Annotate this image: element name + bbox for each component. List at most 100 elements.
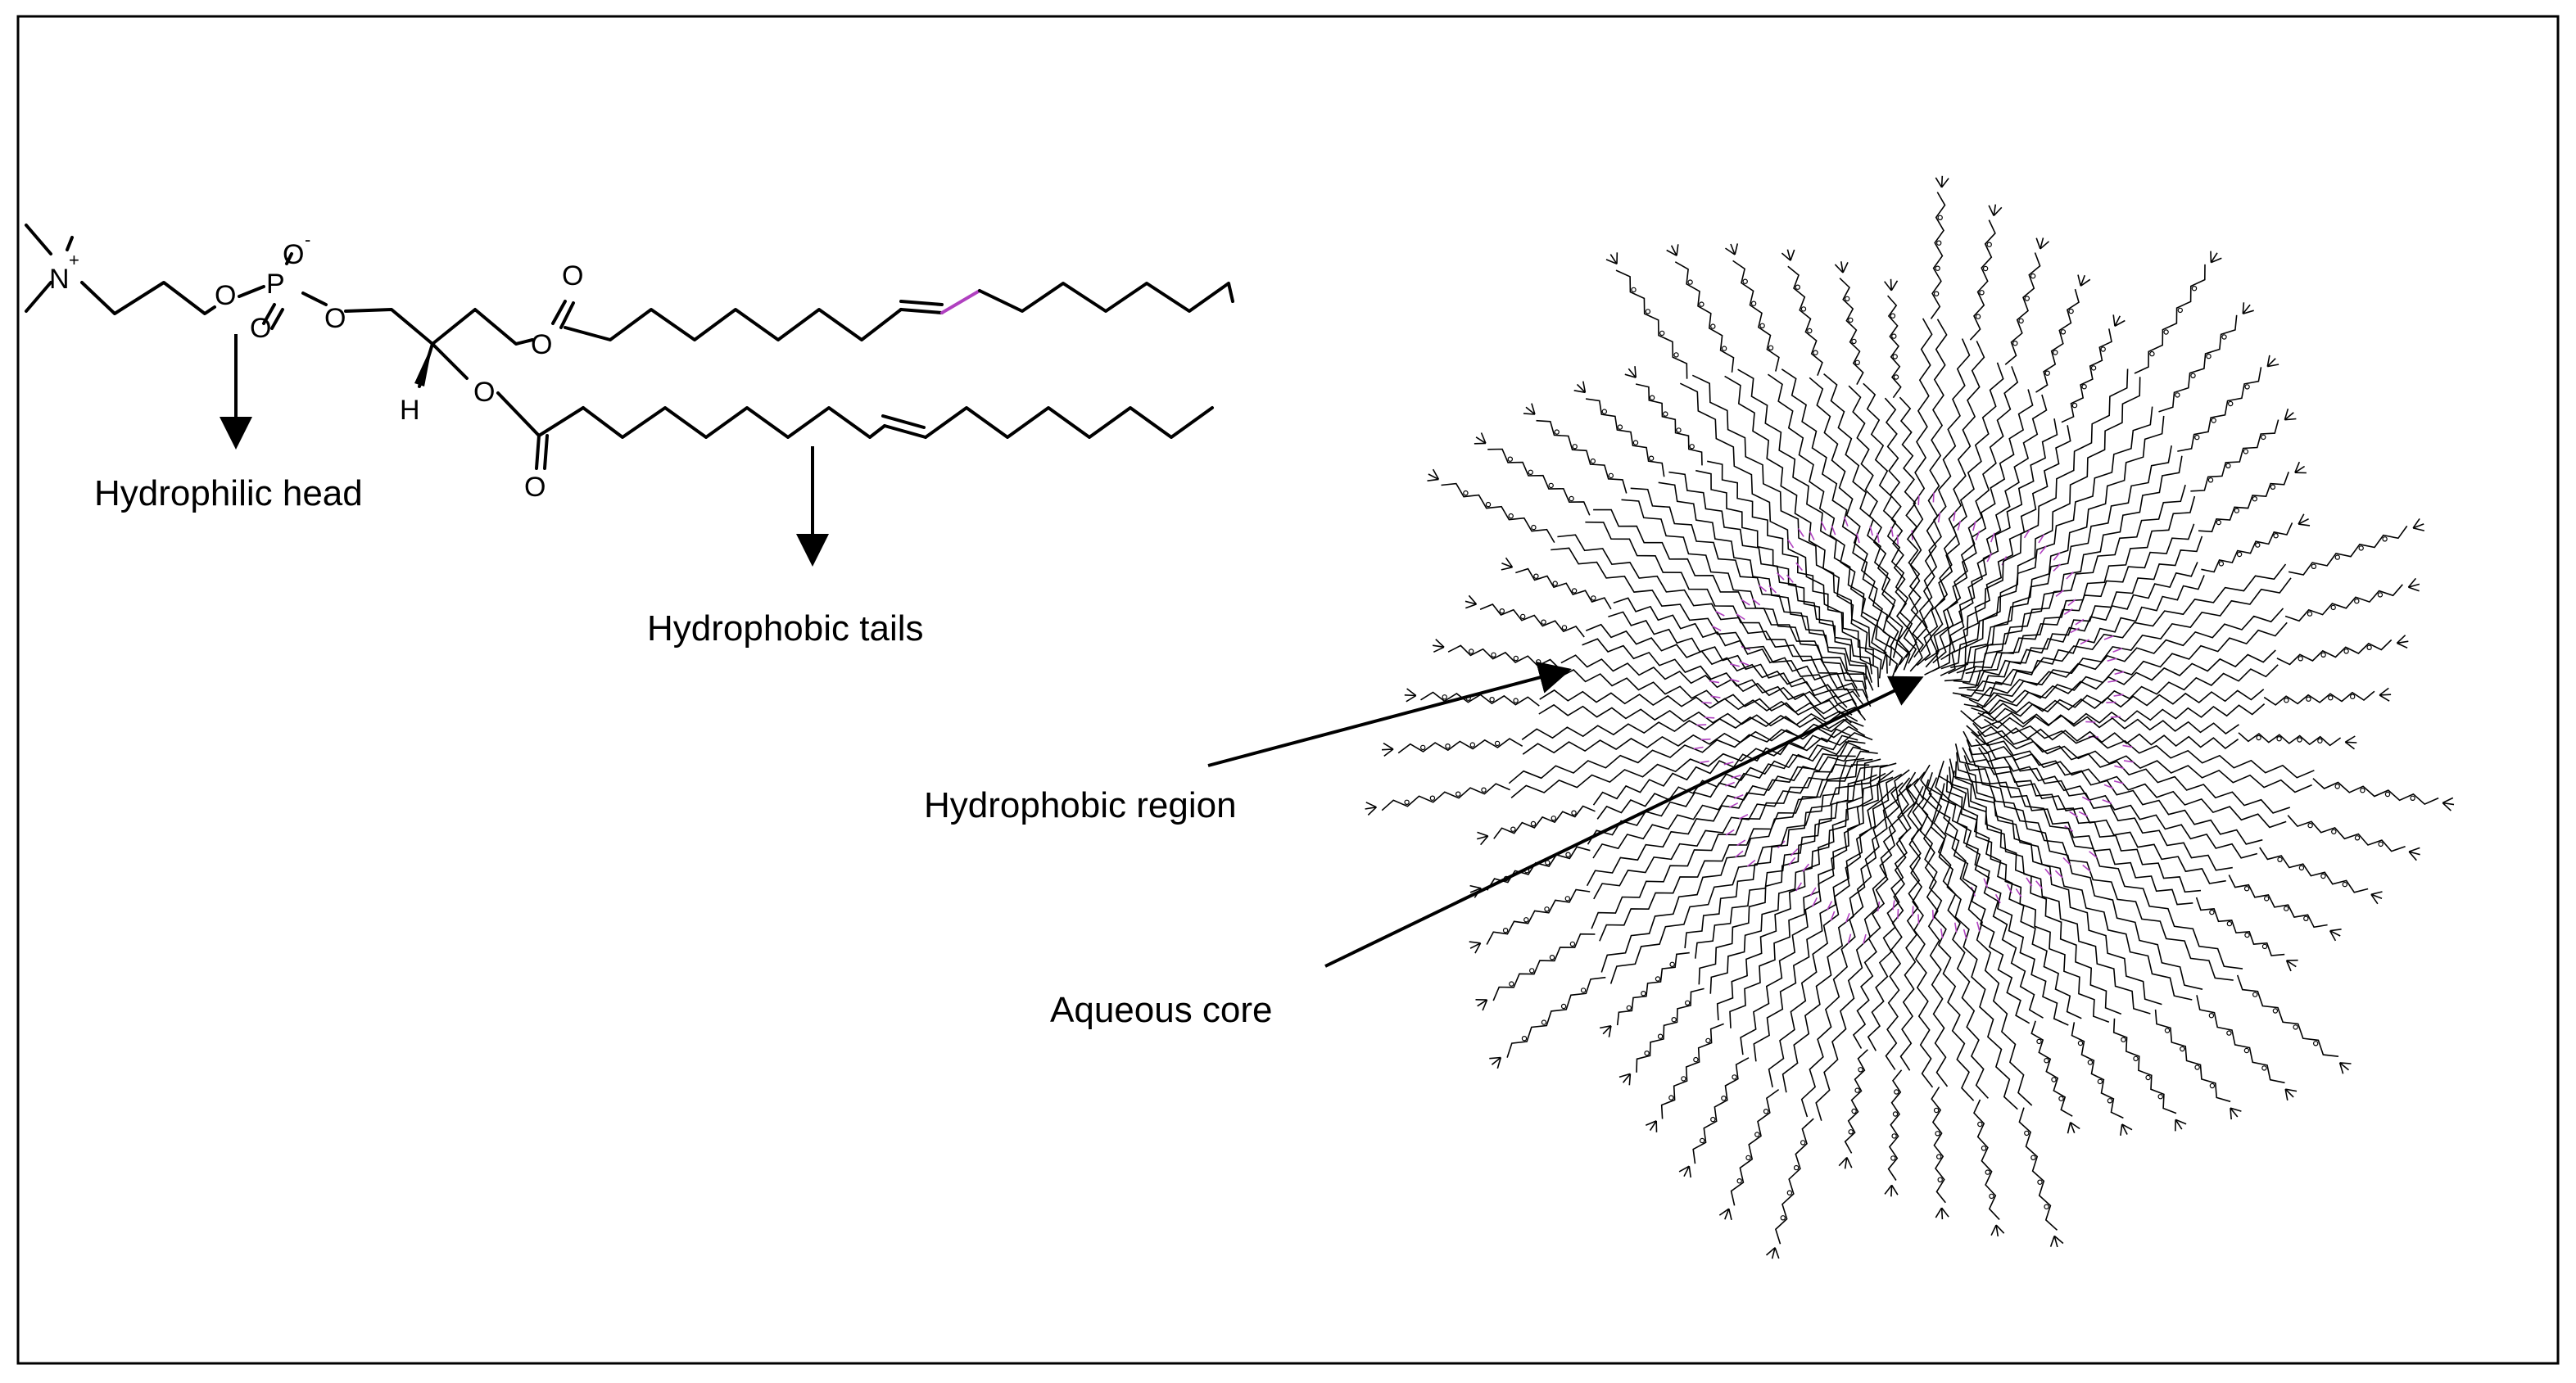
- micelle-head-atom: [1489, 697, 1495, 703]
- micelle-lipid: [1678, 772, 1903, 1178]
- micelle-head-atom: [2081, 384, 2087, 390]
- oxygen-atom: O: [283, 239, 304, 270]
- stereo-wedge: [414, 344, 432, 386]
- micelle-head-atom: [1891, 1133, 1897, 1139]
- micelle-head-atom: [2234, 508, 2239, 513]
- micelle-double-bond: [1976, 921, 1981, 932]
- micelle-tail: [1954, 761, 2122, 1015]
- micelle-methyl: [1608, 1025, 1612, 1037]
- micelle-head-chain: [2238, 732, 2342, 747]
- micelle-head-chain: [2198, 472, 2289, 533]
- micelle-head-atom: [2191, 286, 2198, 292]
- micelle-head-atom: [2194, 434, 2200, 441]
- micelle-head-atom: [1445, 743, 1451, 749]
- micelle-head-atom: [2307, 822, 2313, 829]
- micelle-methyl: [2175, 1119, 2187, 1125]
- micelle-lipid: [1962, 513, 2311, 697]
- micelle-tail: [1976, 689, 2265, 716]
- micelle-tail: [1956, 415, 2165, 674]
- micelle-tail: [1968, 748, 2243, 969]
- micelle-head-atom: [2331, 829, 2337, 834]
- nitrogen-atom: N: [49, 264, 70, 295]
- micelle-head-chain: [1636, 988, 1705, 1073]
- micelle-methyl: [2114, 315, 2121, 327]
- micelle-head-atom: [2243, 1047, 2250, 1054]
- micelle-methyl: [1724, 1208, 1730, 1220]
- micelle-head-atom: [1429, 795, 1436, 801]
- micelle-head-atom: [1499, 608, 1505, 614]
- micelle-double-bond: [1812, 897, 1818, 907]
- micelle-head-atom: [1519, 613, 1526, 620]
- micelle-lipid: [1469, 740, 1878, 954]
- micelle-head-atom: [2190, 373, 2196, 378]
- micelle-head-atom: [1721, 346, 1727, 351]
- hydrophobic-region-label: Hydrophobic region: [924, 785, 1237, 825]
- micelle-head-atom: [2320, 652, 2326, 658]
- micelle-methyl: [2121, 1123, 2128, 1135]
- micelle-head-atom: [1721, 1095, 1727, 1101]
- micelle-tail: [1949, 766, 2151, 1015]
- oxygen-atom: O: [215, 280, 236, 311]
- micelle-head-atom: [2100, 346, 2106, 352]
- micelle-head-chain: [1839, 278, 1864, 385]
- micelle-methyl: [1890, 1184, 1899, 1195]
- micelle-tail: [1977, 730, 2263, 845]
- micelle-lipid: [1924, 274, 2091, 662]
- micelle-double-bond: [1715, 610, 1725, 617]
- micelle-head-atom: [2277, 856, 2283, 863]
- micelle-methyl: [1628, 368, 1637, 378]
- micelle-head-atom: [1890, 313, 1896, 319]
- micelle-methyl: [2077, 274, 2082, 287]
- micelle-head-atom: [1681, 1076, 1686, 1082]
- micelle-methyl: [1670, 245, 1677, 256]
- micelle-methyl: [2242, 304, 2251, 314]
- micelle-lipid: [1977, 730, 2383, 905]
- micelle-head-atom: [1848, 1129, 1854, 1135]
- micelle-double-bond: [1758, 584, 1768, 592]
- micelle-tail: [1800, 786, 1895, 1118]
- micelle-methyl: [2053, 1235, 2064, 1245]
- micelle-head-atom: [1858, 1067, 1863, 1073]
- micelle-head-atom: [2270, 484, 2276, 490]
- micelle-head-atom: [1982, 265, 1989, 272]
- micelle-methyl: [1676, 244, 1679, 256]
- micelle-lipid: [1475, 755, 1870, 1011]
- micelle-methyl: [2329, 929, 2341, 937]
- micelle-lipid: [1427, 468, 1858, 705]
- micelle-head-atom: [2058, 1096, 2064, 1101]
- micelle-head-atom: [2044, 370, 2050, 376]
- micelle-double-bond: [2122, 744, 2133, 748]
- micelle-head-atom: [2330, 604, 2336, 611]
- micelle-head-atom: [2077, 1040, 2084, 1046]
- micelle-head-atom: [1985, 1169, 1990, 1175]
- micelle-tail: [1884, 397, 1910, 666]
- micelle-head-atom: [1648, 455, 1655, 461]
- micelle-head-atom: [2306, 696, 2311, 702]
- micelle-head-chain: [1969, 219, 1996, 341]
- micelle-methyl: [2080, 278, 2091, 287]
- micelle-tail: [1724, 375, 1882, 679]
- micelle-methyl: [1718, 1208, 1730, 1216]
- micelle-head-atom: [1601, 409, 1608, 414]
- micelle-head-atom: [2044, 1204, 2049, 1209]
- micelle-methyl: [2080, 274, 2086, 287]
- micelle-double-bond: [1983, 878, 1989, 888]
- micelle-tail: [1948, 377, 2141, 675]
- micelle-head-atom: [2272, 1008, 2279, 1014]
- micelle-head-chain: [2134, 264, 2206, 374]
- micelle-methyl: [1834, 264, 1844, 273]
- micelle-double-bond: [1972, 521, 1976, 531]
- micelle-lipid: [1964, 748, 2352, 1074]
- micelle-methyl: [1683, 1165, 1691, 1177]
- micelle-head-chain: [2035, 288, 2080, 393]
- oxygen-atom: O: [524, 472, 546, 503]
- micelle-tail: [1658, 481, 1867, 689]
- micelle-double-bond: [1700, 738, 1711, 741]
- micelle-head-chain: [2263, 690, 2375, 706]
- micelle-head-atom: [1572, 444, 1578, 450]
- micelle-head-atom: [2243, 885, 2250, 892]
- micelle-methyl: [1645, 1120, 1657, 1127]
- micelle-head-atom: [1571, 588, 1578, 594]
- micelle-head-atom: [1507, 456, 1514, 462]
